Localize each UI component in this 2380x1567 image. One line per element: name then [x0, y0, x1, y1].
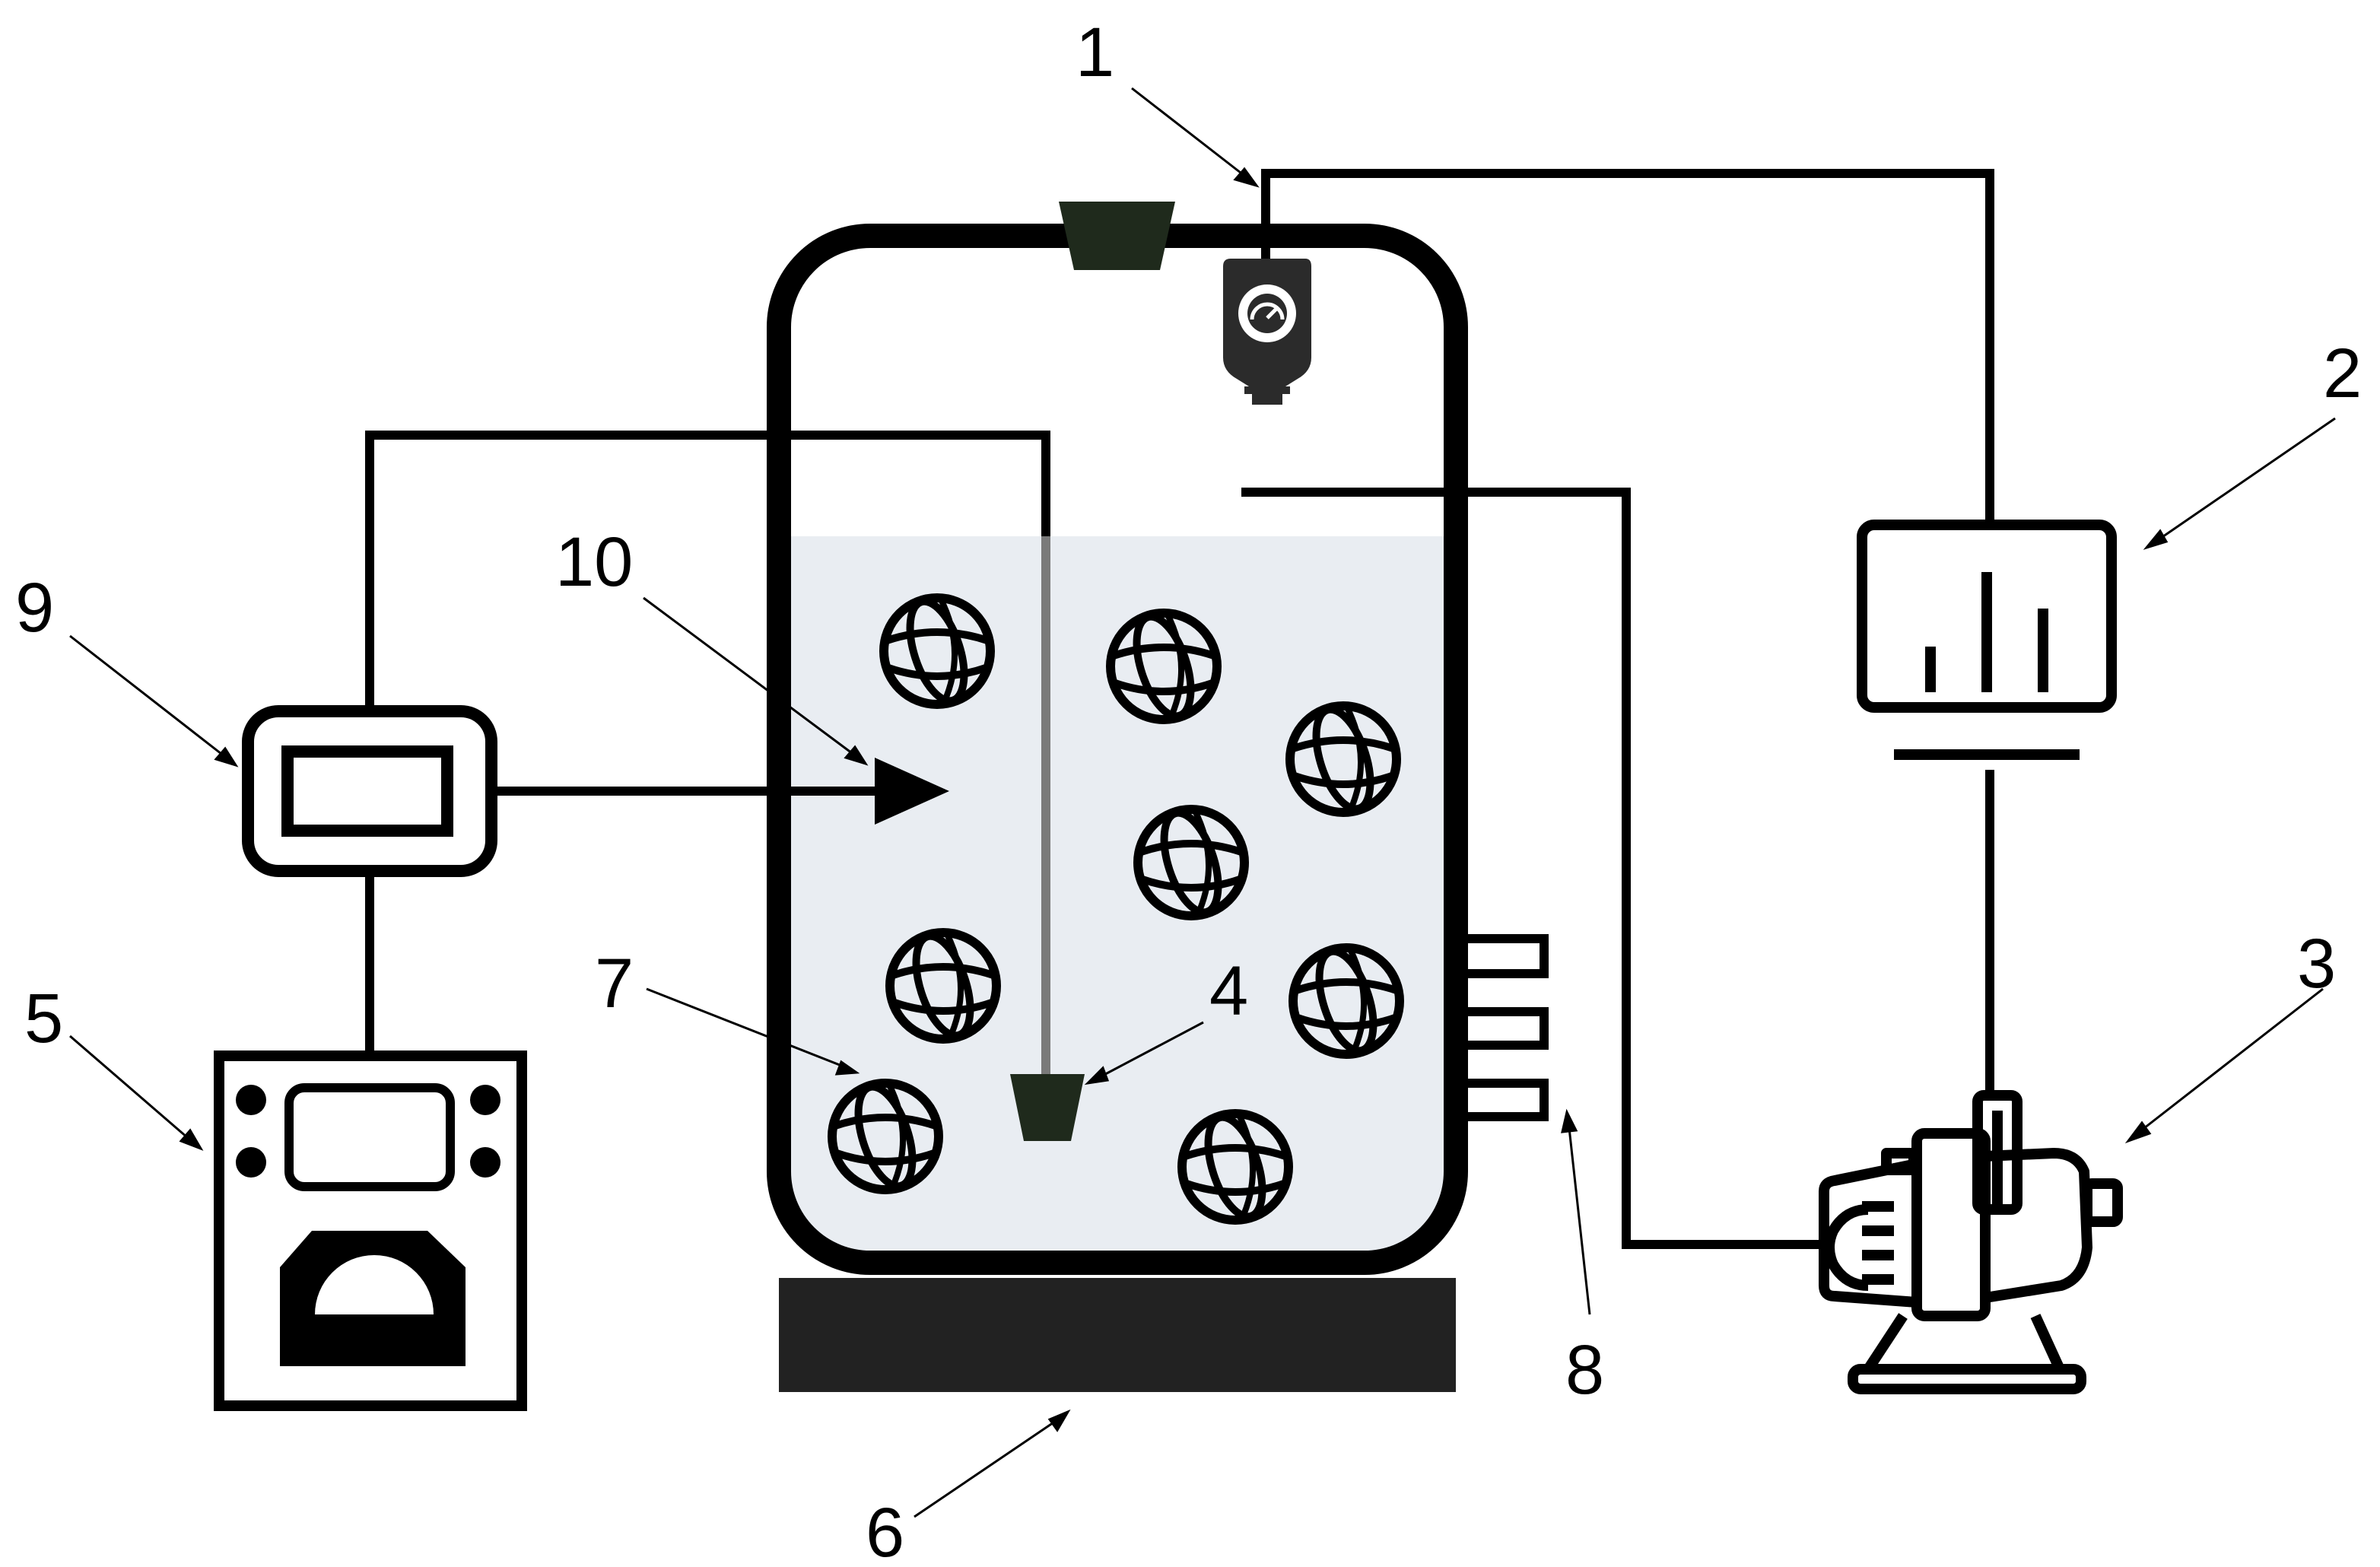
label-9: 9 — [15, 569, 54, 647]
heating-base — [779, 1278, 1456, 1392]
label-7: 7 — [595, 945, 634, 1022]
feed-arrow-head — [875, 758, 949, 825]
label-6: 6 — [866, 1494, 904, 1567]
bar-chart-monitor-icon — [1857, 520, 2117, 760]
label-1: 1 — [1076, 14, 1114, 91]
label-10: 10 — [555, 523, 633, 601]
label-8: 8 — [1565, 1331, 1604, 1409]
analog-meter-icon — [214, 1050, 527, 1411]
motor-pump-icon — [1819, 1090, 2123, 1394]
leader-lines — [69, 87, 2336, 1518]
cooling-fins — [1456, 934, 1549, 1121]
label-2: 2 — [2323, 335, 2362, 412]
control-box — [242, 705, 497, 877]
impeller — [1010, 1074, 1085, 1141]
gas-pipe — [1241, 488, 1827, 1249]
top-stopper — [1059, 202, 1175, 270]
control-wire-top — [365, 431, 1050, 711]
sensor-wire — [1261, 169, 1994, 525]
label-3: 3 — [2297, 925, 2336, 1003]
gauge-icon — [1238, 284, 1296, 342]
label-5: 5 — [24, 980, 63, 1057]
pressure-sensor — [1223, 259, 1311, 405]
label-4: 4 — [1209, 952, 1248, 1030]
